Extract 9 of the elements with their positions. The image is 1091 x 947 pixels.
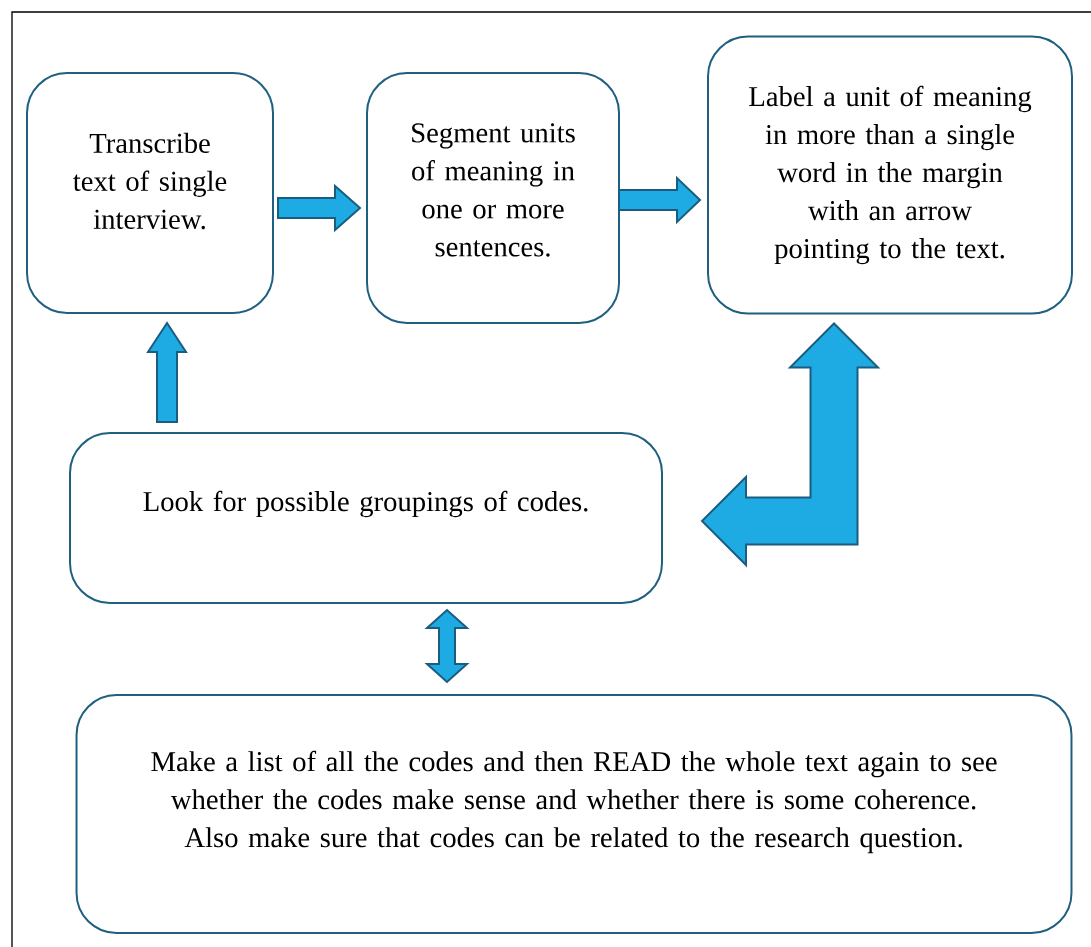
block-arrow [277, 183, 362, 233]
block-arrow [424, 608, 470, 684]
process-box: Label a unit of meaning in more than a single word in the margin with an arrow pointing to the text. [707, 35, 1073, 315]
process-box: Make a list of all the codes and then READ the whole text again to see whether the codes make sense and whether there is some coherence. Also make sure that codes can be related to the research question. [75, 694, 1073, 934]
block-arrow [146, 321, 188, 423]
process-box: Look for possible groupings of codes. [69, 432, 663, 604]
process-box: Transcribe text of single interview. [26, 72, 274, 314]
process-box: Segment units of meaning in one or more sentences. [366, 72, 620, 324]
block-arrow [618, 175, 702, 225]
